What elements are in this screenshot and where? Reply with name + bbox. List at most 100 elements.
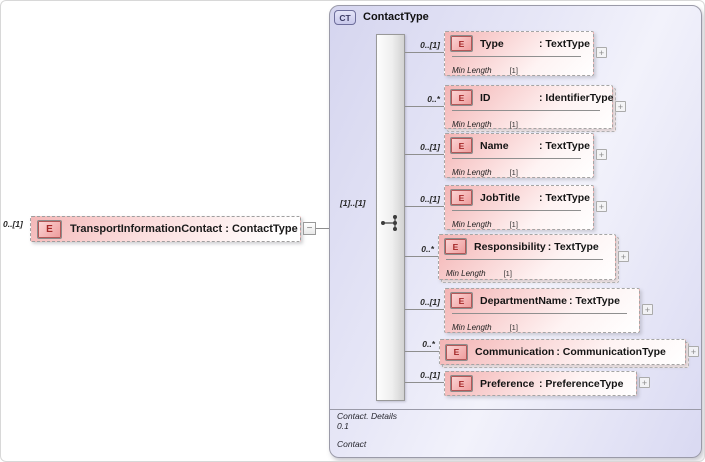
facet-name: Min Length bbox=[452, 120, 492, 129]
root-element-box[interactable]: E TransportInformationContact : ContactT… bbox=[30, 216, 301, 242]
facet-value: [1] bbox=[503, 269, 512, 278]
facet-name: Min Length bbox=[452, 168, 492, 177]
cardinality-label: 0..[1] bbox=[420, 297, 440, 307]
element-icon: E bbox=[450, 189, 473, 206]
cardinality-label: 0..* bbox=[421, 244, 434, 254]
expand-button[interactable]: + bbox=[596, 149, 607, 160]
element-header: E ID : IdentifierType bbox=[445, 86, 614, 109]
complextype-title: ContactType bbox=[363, 11, 429, 23]
element-header: E JobTitle : TextType bbox=[445, 186, 593, 209]
element-header: E DepartmentName : TextType bbox=[445, 289, 639, 312]
expand-button[interactable]: + bbox=[618, 251, 629, 262]
facet-row: Min Length [1] bbox=[452, 162, 518, 180]
element-header: E Communication : CommunicationType bbox=[440, 340, 685, 364]
connector-line bbox=[405, 52, 444, 53]
facet-row: Min Length [1] bbox=[452, 214, 518, 232]
element-name: JobTitle bbox=[480, 191, 521, 204]
element-header: E Type : TextType bbox=[445, 32, 593, 55]
connector-line bbox=[405, 154, 444, 155]
element-name: Preference bbox=[480, 377, 535, 390]
element-icon: E bbox=[445, 343, 468, 361]
child-element-box[interactable]: E DepartmentName : TextType Min Length [1… bbox=[444, 288, 640, 333]
facet-name: Min Length bbox=[452, 323, 492, 332]
element-name: Type bbox=[480, 37, 504, 50]
connector-line bbox=[405, 206, 444, 207]
expand-button[interactable]: + bbox=[596, 47, 607, 58]
expand-button[interactable]: + bbox=[639, 377, 650, 388]
element-type: : PreferenceType bbox=[539, 377, 624, 390]
facet-name: Min Length bbox=[452, 66, 492, 75]
child-element-box[interactable]: E JobTitle : TextType Min Length [1] bbox=[444, 185, 594, 230]
element-type: : TextType bbox=[547, 240, 599, 253]
element-icon: E bbox=[37, 219, 62, 239]
complextype-badge: CT bbox=[334, 10, 356, 25]
element-name: Responsibility bbox=[474, 240, 546, 253]
element-type: : IdentifierType bbox=[539, 91, 614, 104]
child-element-box[interactable]: E Name : TextType Min Length [1] bbox=[444, 133, 594, 178]
cardinality-label: 0..[1] bbox=[420, 40, 440, 50]
element-icon: E bbox=[450, 35, 473, 52]
element-header: E Responsibility : TextType bbox=[439, 235, 615, 258]
root-element-label: TransportInformationContact : ContactTyp… bbox=[70, 223, 298, 235]
cardinality-label: 0..* bbox=[427, 94, 440, 104]
facet-value: [1] bbox=[509, 323, 518, 332]
element-icon: E bbox=[450, 137, 473, 154]
sequence-bar[interactable] bbox=[376, 34, 405, 401]
child-element-box[interactable]: E Communication : CommunicationType bbox=[439, 339, 686, 365]
facet-value: [1] bbox=[509, 220, 518, 229]
connector-line bbox=[405, 106, 444, 107]
facet-divider bbox=[452, 158, 581, 159]
footer-name: Contact bbox=[337, 439, 367, 449]
expand-button[interactable]: + bbox=[596, 201, 607, 212]
facet-divider bbox=[452, 110, 600, 111]
connector-line bbox=[405, 351, 439, 352]
element-icon: E bbox=[450, 292, 473, 309]
element-type: : CommunicationType bbox=[556, 346, 666, 358]
facet-name: Min Length bbox=[446, 269, 486, 278]
element-name: Name bbox=[480, 139, 509, 152]
element-type: : TextType bbox=[568, 294, 620, 307]
facet-divider bbox=[452, 210, 581, 211]
facet-divider bbox=[446, 259, 603, 260]
element-icon: E bbox=[450, 89, 473, 106]
facet-row: Min Length [1] bbox=[452, 114, 518, 132]
expand-button[interactable]: + bbox=[642, 304, 653, 315]
connector-line bbox=[405, 382, 444, 383]
facet-value: [1] bbox=[509, 168, 518, 177]
element-type: : TextType bbox=[539, 191, 590, 204]
footer-annotation: Contact. Details bbox=[337, 411, 397, 421]
child-element-box[interactable]: E Preference : PreferenceType bbox=[444, 371, 637, 396]
footer-divider bbox=[330, 409, 701, 410]
collapse-button[interactable]: − bbox=[303, 222, 316, 235]
element-type: : TextType bbox=[539, 139, 590, 152]
expand-button[interactable]: + bbox=[615, 101, 626, 112]
child-element-box[interactable]: E ID : IdentifierType Min Length [1] bbox=[444, 85, 613, 129]
cardinality-label: 0..[1] bbox=[420, 142, 440, 152]
element-icon: E bbox=[444, 238, 467, 255]
sequence-icon bbox=[381, 215, 397, 231]
facet-value: [1] bbox=[509, 66, 518, 75]
cardinality-label: 0..[1] bbox=[3, 219, 23, 229]
facet-divider bbox=[452, 313, 627, 314]
element-header: E Preference : PreferenceType bbox=[445, 372, 636, 395]
element-header: E Name : TextType bbox=[445, 134, 593, 157]
element-name: DepartmentName bbox=[480, 294, 567, 307]
element-type: : TextType bbox=[539, 37, 590, 50]
element-name: Communication bbox=[475, 346, 555, 358]
cardinality-label: 0..[1] bbox=[420, 194, 440, 204]
connector-line bbox=[405, 309, 444, 310]
expand-button[interactable]: + bbox=[688, 346, 699, 357]
child-element-box[interactable]: E Type : TextType Min Length [1] bbox=[444, 31, 594, 76]
facet-divider bbox=[452, 56, 581, 57]
facet-row: Min Length [1] bbox=[452, 60, 518, 78]
footer-occurrence: 0.1 bbox=[337, 421, 349, 431]
facet-name: Min Length bbox=[452, 220, 492, 229]
cardinality-label: 0..[1] bbox=[420, 370, 440, 380]
child-element-box[interactable]: E Responsibility : TextType Min Length [1… bbox=[438, 234, 616, 280]
cardinality-label: 0..* bbox=[422, 339, 435, 349]
element-name: ID bbox=[480, 91, 491, 104]
element-icon: E bbox=[450, 375, 473, 392]
connector-line bbox=[405, 256, 438, 257]
facet-value: [1] bbox=[509, 120, 518, 129]
